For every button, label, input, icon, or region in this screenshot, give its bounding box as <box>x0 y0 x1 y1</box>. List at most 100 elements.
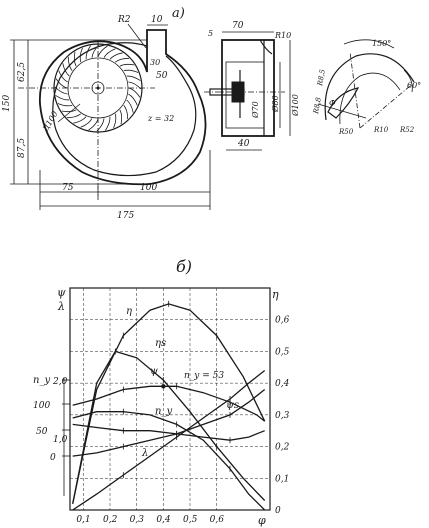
side-dim-5: 5 <box>208 29 213 38</box>
blade <box>128 93 138 106</box>
right-tick-label: 0,4 <box>275 379 290 389</box>
blade-profile <box>327 87 360 119</box>
left-tick-50: 50 <box>36 427 48 437</box>
blade <box>55 95 70 101</box>
series-line <box>72 411 266 511</box>
side-dim-d70: Ø70 <box>251 101 260 119</box>
outlet-lip <box>259 39 273 55</box>
angle-60: 60° <box>407 81 421 90</box>
dim-50: 50 <box>156 71 168 81</box>
label-ny: n_y <box>155 406 172 417</box>
label-lambda: λ <box>141 448 148 459</box>
grid <box>70 288 270 511</box>
blade <box>79 47 83 63</box>
left-tick-100: 100 <box>33 401 50 411</box>
blade <box>73 116 87 124</box>
x-tick-label: 0,4 <box>156 515 171 525</box>
dim-87-5: 87,5 <box>17 138 27 158</box>
blade <box>126 75 141 81</box>
dim-75: 75 <box>62 183 74 193</box>
blade <box>105 116 111 131</box>
blade <box>103 48 116 58</box>
right-tick-label: 0,1 <box>275 474 289 484</box>
annotation-point <box>161 384 166 389</box>
leader-r2 <box>127 23 147 49</box>
dim-r52: R52 <box>399 126 415 134</box>
right-ticks: 0,60,50,40,30,20,10 <box>275 316 290 516</box>
dim-r2: R2 <box>117 15 131 25</box>
eta-axis-symbol: η <box>272 288 279 301</box>
volute-inner <box>52 42 197 177</box>
dim-150: 150 <box>2 95 12 112</box>
blade <box>126 99 134 113</box>
panel-a-label: а) <box>172 6 185 21</box>
left-tick-1-0: 1,0 <box>53 435 68 445</box>
panel-a: а) R2 10 30 <box>2 6 421 221</box>
blade-ray-3 <box>317 103 367 119</box>
left-tick-2-0: 2,0 <box>52 377 68 387</box>
x-tick-label: 0,5 <box>183 515 198 525</box>
blade-arc-inner <box>339 72 401 125</box>
side-dim-40: 40 <box>237 139 250 149</box>
blade <box>80 118 93 128</box>
dim-r8-5: R8,5 <box>316 68 327 87</box>
dim-r8-8: R8,8 <box>312 96 323 115</box>
phi-symbol: Ф <box>329 99 336 108</box>
blade <box>58 70 68 83</box>
angle-arc-60 <box>403 69 413 93</box>
left-tick-0: 0 <box>50 453 56 463</box>
x-tick-label: 0,1 <box>76 515 90 525</box>
side-view: 70 5 R10 Ø70 Ø80 Ø100 40 <box>204 21 300 151</box>
blade <box>91 44 100 58</box>
label-psi: ψ <box>150 366 158 377</box>
dim-62-5: 62,5 <box>17 62 27 82</box>
blade <box>73 51 77 67</box>
blade <box>57 103 73 107</box>
angle-150: 150° <box>372 39 391 48</box>
dim-175: 175 <box>117 211 134 221</box>
blade-ray-1 <box>349 51 361 129</box>
psi-symbol: ψ <box>57 286 66 299</box>
blade <box>109 52 123 60</box>
x-tick-label: 0,2 <box>103 515 118 525</box>
blade <box>114 57 130 63</box>
right-tick-label: 0,5 <box>275 347 290 357</box>
label-eta-s: ηs <box>155 338 166 349</box>
plot-frame <box>69 287 271 511</box>
right-tick-label: 0,6 <box>275 316 290 326</box>
blade <box>113 113 117 129</box>
blade <box>123 69 139 73</box>
right-tick-label: 0 <box>275 506 281 516</box>
impeller-blades <box>54 44 142 132</box>
side-casing <box>221 39 275 137</box>
dim-100: 100 <box>140 183 157 193</box>
blade <box>62 63 70 77</box>
side-dim-70: 70 <box>232 21 244 31</box>
series-layer <box>72 300 266 511</box>
right-tick-label: 0,2 <box>275 443 290 453</box>
blade-arc-outer <box>324 53 415 121</box>
annotation-ny-53: n_y = 53 <box>184 371 224 381</box>
dim-r50: R50 <box>338 128 354 136</box>
angle-arc-150 <box>343 39 395 49</box>
front-view: R2 10 30 50 150 62,5 87,5 Д100 z = 32 75… <box>2 15 211 221</box>
volute-casing <box>39 29 207 186</box>
dim-r10: R10 <box>373 126 389 134</box>
side-dim-r10: R10 <box>274 31 291 40</box>
blade <box>119 63 135 67</box>
panel-b-label: б) <box>176 257 192 276</box>
phi-axis-symbol: φ <box>258 514 266 527</box>
blade <box>66 113 82 119</box>
side-dim-d100: Ø100 <box>291 94 300 117</box>
blade-ray-2 <box>359 85 411 129</box>
blade <box>123 104 129 120</box>
lambda-symbol: λ <box>57 300 65 313</box>
series-line <box>72 423 265 441</box>
series-line <box>72 369 266 511</box>
label-psi-s: ψs <box>226 400 239 411</box>
blade <box>85 45 91 60</box>
side-dim-d80: Ø80 <box>271 95 280 113</box>
